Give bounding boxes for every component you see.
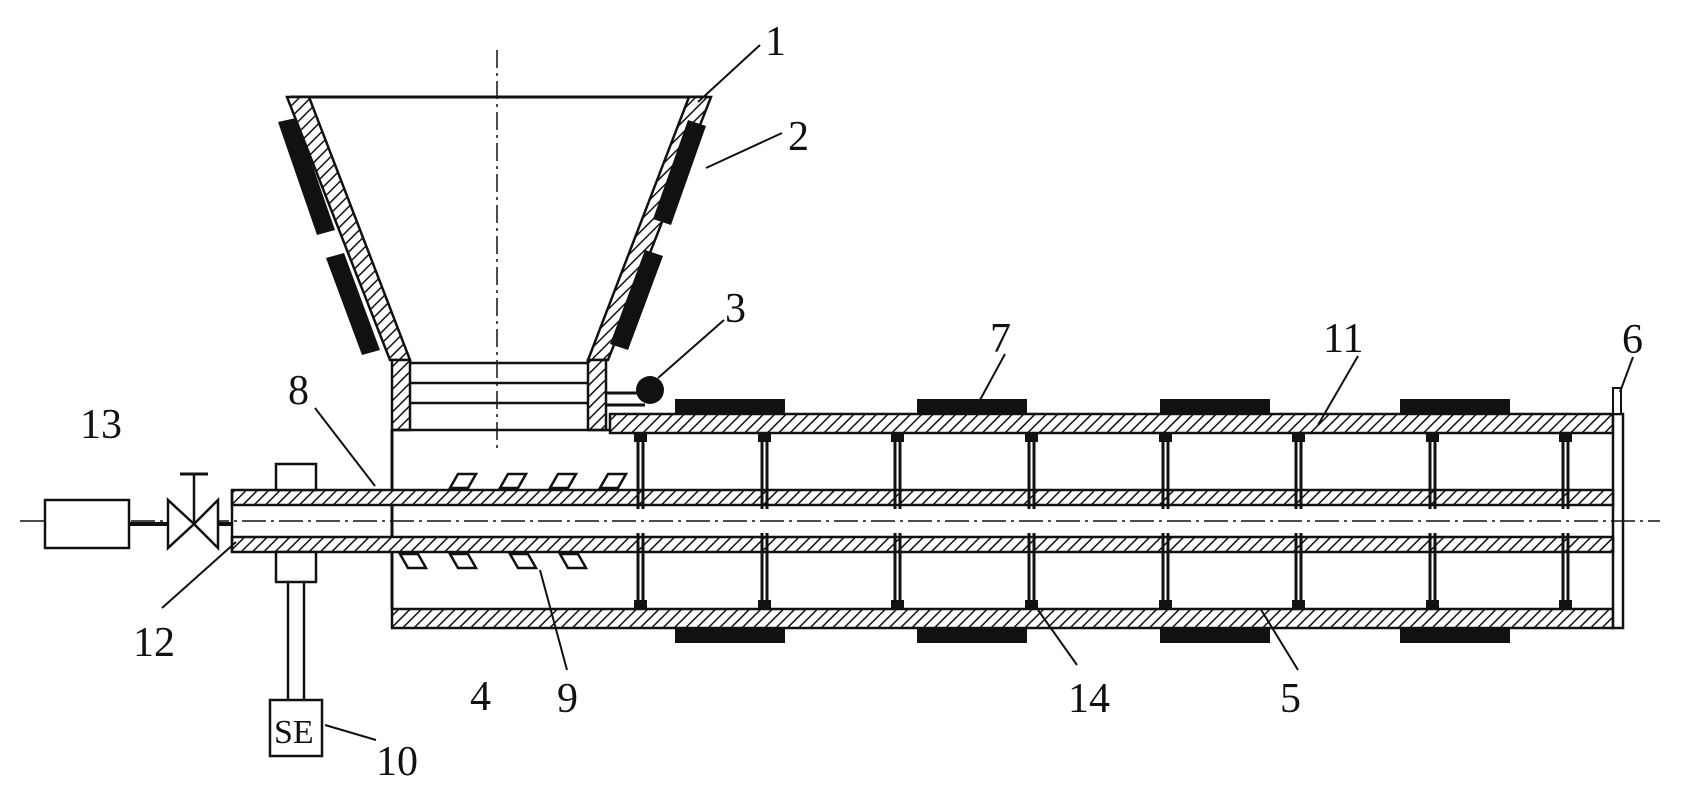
hopper-heater-left-lower xyxy=(326,253,380,355)
motor-label: SE xyxy=(274,714,314,751)
part-labels: 1 2 3 4 5 6 7 8 9 10 11 12 13 14 SE xyxy=(80,19,1643,785)
label-7: 7 xyxy=(990,316,1011,362)
screw-flights xyxy=(397,472,629,570)
valve-right xyxy=(192,496,220,552)
motor-box xyxy=(268,698,324,758)
label-3: 3 xyxy=(725,286,746,332)
label-11: 11 xyxy=(1323,316,1363,362)
hopper xyxy=(278,50,713,450)
barrel-heater-bottom-3 xyxy=(1160,628,1270,643)
barrel-heater-bottom-4 xyxy=(1400,628,1510,643)
barrel-heater-top-3 xyxy=(1160,399,1270,414)
barrel xyxy=(390,387,1625,643)
barrel-heater-top-2 xyxy=(917,399,1027,414)
hopper-heater-right-lower xyxy=(610,250,663,350)
label-12: 12 xyxy=(133,620,175,666)
label-1: 1 xyxy=(765,19,786,65)
label-9: 9 xyxy=(557,676,578,722)
label-5: 5 xyxy=(1280,676,1301,722)
label-2: 2 xyxy=(788,114,809,160)
leader-lines xyxy=(161,44,1634,741)
barrel-heater-bottom-2 xyxy=(917,628,1027,643)
sensor xyxy=(606,376,664,407)
barrel-heater-top-1 xyxy=(675,399,785,414)
pump-box xyxy=(43,498,131,550)
barrel-heater-top-4 xyxy=(1400,399,1510,414)
label-8: 8 xyxy=(288,368,309,414)
hollow-shaft xyxy=(20,488,1660,554)
hopper-heater-right-upper xyxy=(653,120,706,225)
label-14: 14 xyxy=(1068,676,1110,722)
pump-valve xyxy=(43,472,232,552)
label-10: 10 xyxy=(376,739,418,785)
drive-assembly xyxy=(268,462,324,758)
hopper-heater-left-upper xyxy=(278,118,335,235)
mixing-pins xyxy=(634,433,1572,609)
barrel-heater-bottom-1 xyxy=(675,628,785,643)
valve-left xyxy=(166,497,196,551)
label-13: 13 xyxy=(80,402,122,448)
label-4: 4 xyxy=(470,674,491,720)
label-6: 6 xyxy=(1622,317,1643,363)
